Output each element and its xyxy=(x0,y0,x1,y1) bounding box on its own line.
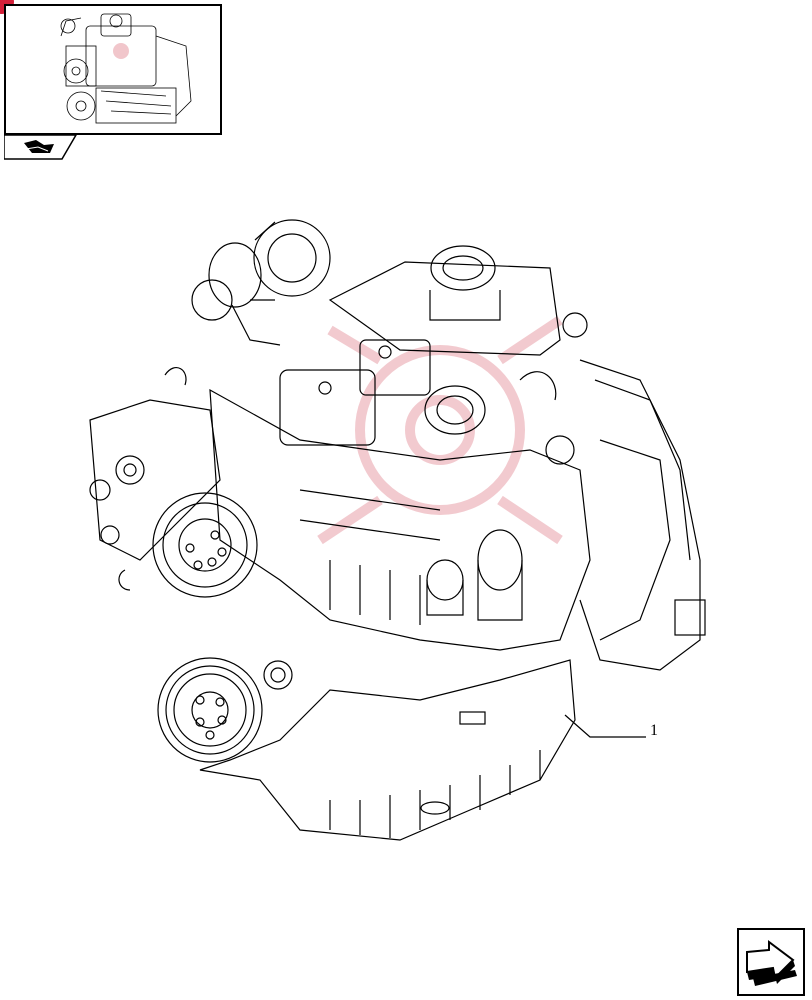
engine-drawing xyxy=(89,219,706,841)
hoses xyxy=(118,367,557,591)
fuel-filter xyxy=(426,435,575,621)
crankshaft-damper xyxy=(157,657,293,763)
oil-pan xyxy=(199,659,576,841)
next-page-arrow-icon xyxy=(746,940,797,986)
intake-manifold xyxy=(279,339,486,446)
engine-block xyxy=(209,388,591,651)
turbocharger xyxy=(191,219,331,346)
valve-cover xyxy=(328,245,588,356)
watermark-logo xyxy=(317,315,563,545)
thumbnail-frame[interactable] xyxy=(4,4,222,135)
thumbnail-tab[interactable] xyxy=(4,135,84,161)
fan-pulley xyxy=(152,492,258,598)
callout-leader xyxy=(564,714,646,738)
flywheel-housing xyxy=(579,359,706,671)
callout-1: 1 xyxy=(650,722,658,739)
next-page-button[interactable] xyxy=(737,928,805,996)
engine-thumbnail-icon xyxy=(60,13,192,124)
book-pointer-icon xyxy=(24,140,54,153)
timing-cover xyxy=(89,399,221,561)
